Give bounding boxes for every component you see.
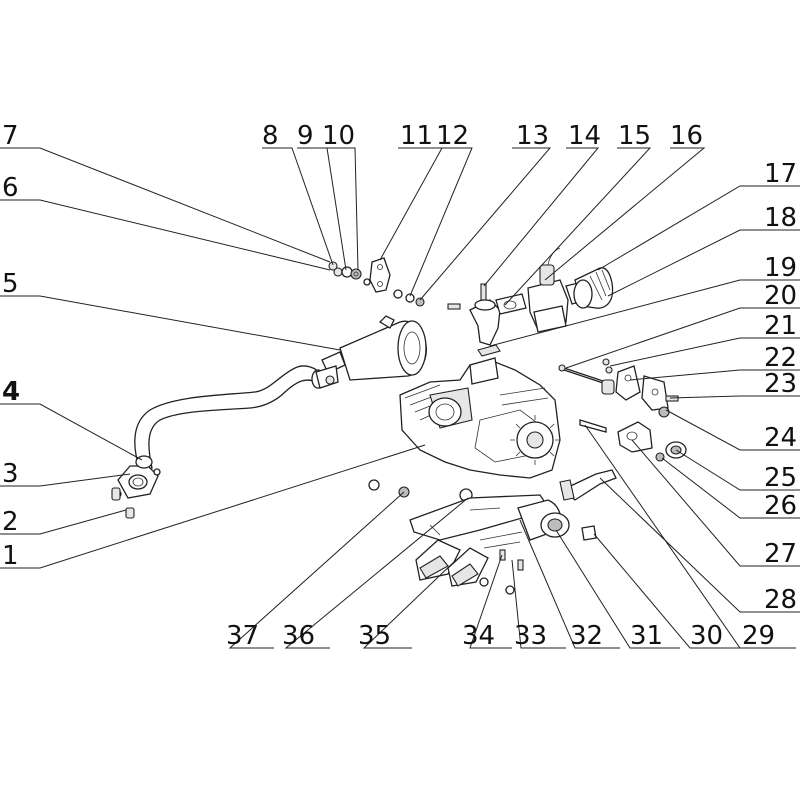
callout-9: 9 <box>297 121 314 151</box>
callout-28: 28 <box>764 585 797 615</box>
callout-16: 16 <box>670 121 703 151</box>
callout-35: 35 <box>358 621 391 651</box>
callout-30: 30 <box>690 621 723 651</box>
callout-24: 24 <box>764 423 797 453</box>
callout-23: 23 <box>764 369 797 399</box>
callout-10: 10 <box>322 121 355 151</box>
callout-8: 8 <box>262 121 279 151</box>
callout-25: 25 <box>764 463 797 493</box>
leader-lines <box>0 147 800 649</box>
callout-13: 13 <box>516 121 549 151</box>
callout-20: 20 <box>764 281 797 311</box>
callout-21: 21 <box>764 311 797 341</box>
shift-pedal <box>559 469 617 501</box>
intake-and-carburetor <box>447 247 614 357</box>
stud-nut <box>111 487 135 519</box>
callout-12: 12 <box>436 121 469 151</box>
callout-31: 31 <box>630 621 663 651</box>
callout-6: 6 <box>2 173 19 203</box>
bracket-fasteners <box>328 257 425 307</box>
exhaust-flange <box>114 465 161 499</box>
exhaust-header-pipe <box>134 365 325 471</box>
callout-3: 3 <box>2 459 19 489</box>
callout-27: 27 <box>764 539 797 569</box>
callout-1: 1 <box>2 541 19 571</box>
engine-assembly <box>399 357 561 479</box>
callout-4: 4 <box>2 377 20 407</box>
callout-26: 26 <box>764 491 797 521</box>
callout-7: 7 <box>2 121 19 151</box>
callout-15: 15 <box>618 121 651 151</box>
callout-19: 19 <box>764 253 797 283</box>
callout-11: 11 <box>400 121 433 151</box>
muffler <box>315 315 427 389</box>
callout-33: 33 <box>514 621 547 651</box>
callout-34: 34 <box>462 621 495 651</box>
callout-17: 17 <box>764 159 797 189</box>
callout-37: 37 <box>226 621 259 651</box>
callout-22: 22 <box>764 343 797 373</box>
mount-hardware <box>558 358 687 462</box>
callout-32: 32 <box>570 621 603 651</box>
callout-36: 36 <box>282 621 315 651</box>
callout-2: 2 <box>2 507 19 537</box>
lower-bracket-assembly <box>368 479 597 595</box>
callout-14: 14 <box>568 121 601 151</box>
callout-18: 18 <box>764 203 797 233</box>
callout-5: 5 <box>2 269 19 299</box>
callout-29: 29 <box>742 621 775 651</box>
